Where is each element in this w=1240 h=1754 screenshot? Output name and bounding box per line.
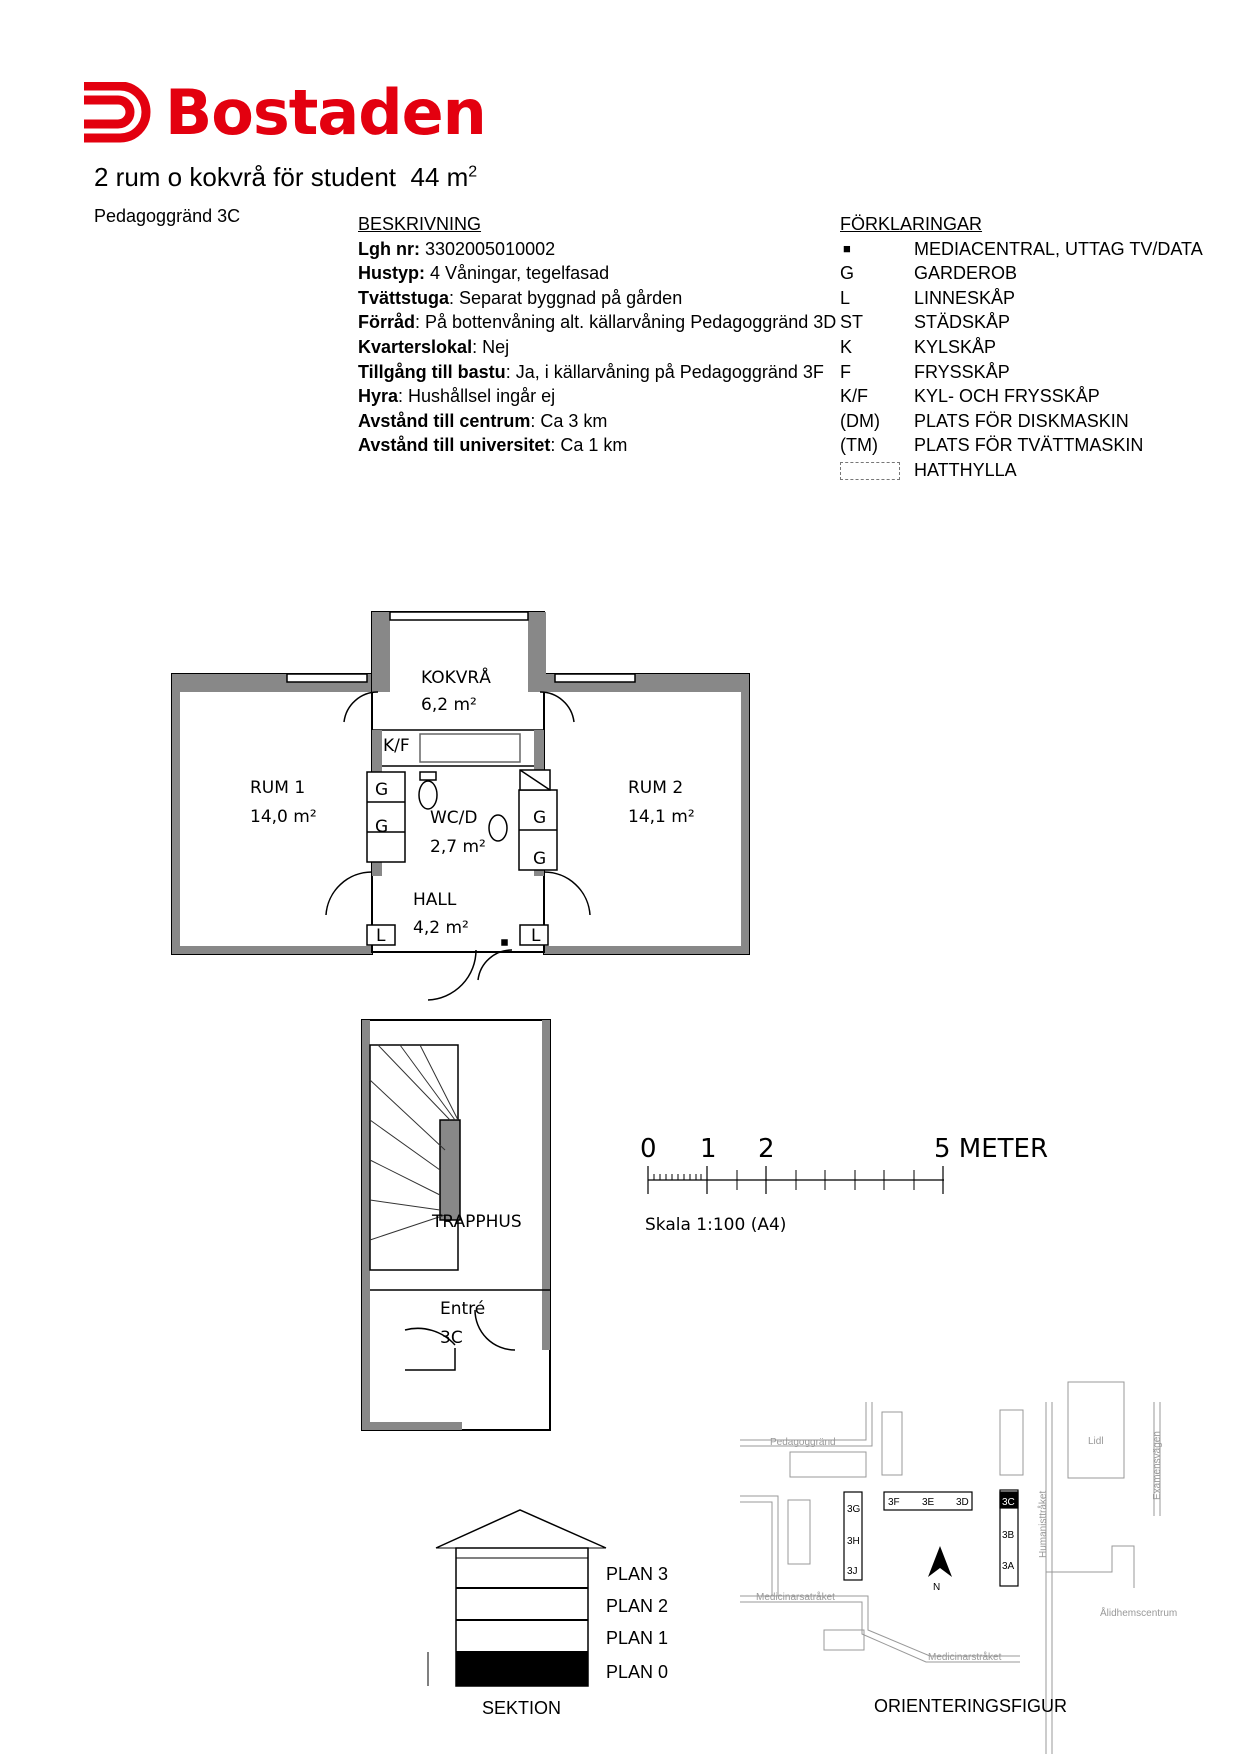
street-label: Medicinarsatråket — [756, 1591, 835, 1603]
description-heading: BESKRIVNING — [358, 214, 482, 234]
label-l: L — [531, 926, 541, 946]
label-g: G — [375, 780, 388, 800]
building-label: 3B — [1002, 1530, 1015, 1541]
label-g: G — [533, 808, 546, 828]
building-label: 3A — [1002, 1561, 1015, 1572]
address: Pedagoggränd 3C — [94, 206, 241, 226]
section-diagram — [427, 1509, 607, 1687]
place-label: Lidl — [1088, 1436, 1104, 1447]
north-arrow-icon — [928, 1546, 952, 1577]
label-rum1: RUM 1 — [250, 778, 305, 798]
label-kokvra-area: 6,2 m² — [421, 695, 477, 715]
north-label: N — [933, 1582, 940, 1593]
description-row: Tillgång till bastu: Ja, i källarvåning … — [358, 361, 824, 382]
title-area-sup: 2 — [468, 163, 478, 181]
label-rum2: RUM 2 — [628, 778, 683, 798]
description-block: BESKRIVNING Lgh nr: 3302005010002 Hustyp… — [358, 212, 836, 458]
description-row: Kvarterslokal: Nej — [358, 336, 510, 357]
building-label: 3E — [922, 1497, 935, 1508]
label-hall: HALL — [413, 890, 457, 910]
legend-row: (TM)PLATS FÖR TVÄTTMASKIN — [840, 435, 1144, 456]
brand-name: Bostaden — [165, 76, 487, 149]
description-row: Hustyp: 4 Våningar, tegelfasad — [358, 263, 610, 284]
bostaden-logo-icon — [84, 82, 151, 143]
label-rum1-area: 14,0 m² — [250, 807, 317, 827]
legend-symbol: ■ — [843, 240, 851, 256]
map-buildings — [843, 1489, 1019, 1587]
orientation-title: ORIENTERINGSFIGUR — [874, 1696, 1067, 1716]
street-label: Pedagoggränd — [770, 1437, 836, 1448]
description-row: Avstånd till universitet: Ca 1 km — [358, 435, 628, 456]
building-label: 3F — [888, 1497, 900, 1508]
orientation-map — [740, 1381, 1161, 1754]
section-floor-0: PLAN 0 — [606, 1662, 668, 1682]
description-row: Avstånd till centrum: Ca 3 km — [358, 410, 608, 431]
label-wc-area: 2,7 m² — [430, 837, 486, 857]
legend-row: (DM)PLATS FÖR DISKMASKIN — [840, 410, 1129, 431]
description-row: Hyra: Hushållsel ingår ej — [358, 386, 556, 407]
legend-row: ■MEDIACENTRAL, UTTAG TV/DATA — [840, 237, 1203, 262]
street-label: Medicinarstråket — [928, 1651, 1002, 1663]
label-g: G — [533, 849, 546, 869]
scale-label: Skala 1:100 (A4) — [645, 1215, 786, 1235]
description-row: Tvättstuga: Separat byggnad på gården — [358, 287, 683, 308]
plan-labels: KOKVRÅ 6,2 m² K/F RUM 1 14,0 m² RUM 2 14… — [250, 666, 695, 1348]
scale-bar — [647, 1166, 944, 1194]
description-row: Förråd: På bottenvåning alt. källarvånin… — [358, 312, 837, 333]
building-label: 3G — [847, 1504, 861, 1515]
label-entre-code: 3C — [440, 1328, 463, 1348]
title-text: 2 rum o kokvrå för student — [94, 162, 397, 192]
section-floor-2: PLAN 2 — [606, 1596, 668, 1616]
label-hall-area: 4,2 m² — [413, 918, 469, 938]
label-entre: Entré — [440, 1299, 485, 1319]
scale-tick-5: 5 METER — [934, 1134, 1048, 1164]
building-label: 3J — [847, 1566, 858, 1577]
legend-block: FÖRKLARINGAR ■MEDIACENTRAL, UTTAG TV/DAT… — [840, 212, 1203, 483]
floor-plan — [171, 611, 750, 1431]
section-floor-1: PLAN 1 — [606, 1628, 668, 1648]
scale-tick-1: 1 — [700, 1134, 717, 1164]
legend-heading: FÖRKLARINGAR — [840, 214, 983, 234]
label-rum2-area: 14,1 m² — [628, 807, 695, 827]
label-l: L — [376, 926, 386, 946]
building-label: 3D — [956, 1497, 969, 1508]
label-g: G — [375, 817, 388, 837]
section-floor-3: PLAN 3 — [606, 1564, 668, 1584]
label-kf: K/F — [383, 736, 410, 756]
street-label: Humanisttråket — [1037, 1491, 1049, 1558]
legend-row: HATTHYLLA — [840, 458, 1017, 483]
scale-tick-0: 0 — [640, 1134, 657, 1164]
building-label: 3H — [847, 1536, 860, 1547]
scale-tick-2: 2 — [758, 1134, 775, 1164]
label-kokvra: KOKVRÅ — [421, 666, 491, 688]
street-label: Examensvägen — [1152, 1431, 1163, 1500]
hat-shelf-icon — [840, 461, 900, 480]
title-area: 44 m — [410, 162, 469, 192]
place-label: Ålidhemscentrum — [1100, 1606, 1177, 1619]
label-trapphus: TRAPPHUS — [431, 1212, 522, 1232]
description-row: Lgh nr: 3302005010002 — [358, 238, 556, 259]
building-label: 3C — [1002, 1497, 1015, 1508]
section-title: SEKTION — [482, 1698, 561, 1718]
page-title: 2 rum o kokvrå för student 44 m2 — [94, 162, 477, 193]
label-wc: WC/D — [430, 808, 478, 828]
